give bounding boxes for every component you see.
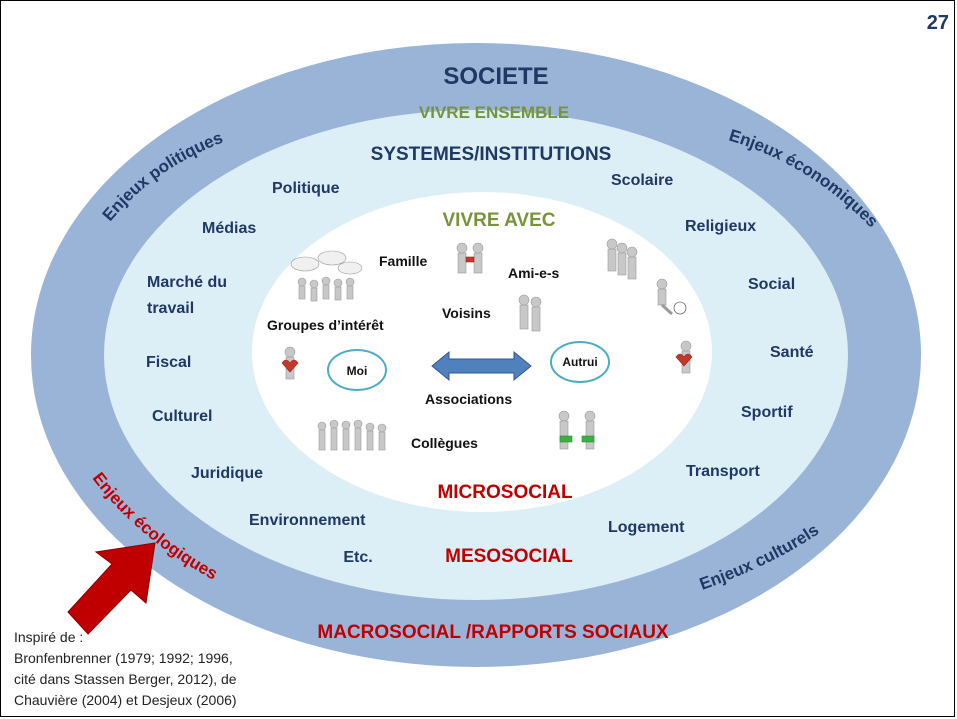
moi-ellipse	[327, 349, 387, 391]
person-heart-icon	[281, 346, 299, 380]
autrui-ellipse	[550, 341, 610, 383]
institution-marche-du: Marché du	[147, 274, 227, 291]
red-arrow-icon	[67, 542, 156, 635]
neighbors-icon	[518, 294, 542, 332]
institution-fiscal: Fiscal	[146, 354, 191, 371]
colleagues-icon	[317, 419, 387, 451]
vivre-ensemble-label: VIVRE ENSEMBLE	[419, 103, 569, 122]
slide-number: 27	[926, 12, 949, 34]
institution-environnement: Environnement	[249, 512, 366, 529]
mesosocial-label: MESOSOCIAL	[445, 546, 573, 567]
handshake-icon	[558, 410, 596, 450]
institution-culturel: Culturel	[152, 408, 212, 425]
institution-transport: Transport	[686, 463, 760, 480]
microsocial-label: MICROSOCIAL	[437, 482, 573, 503]
source-credit: Inspiré de : Bronfenbrenner (1979; 1992;…	[14, 627, 237, 711]
institution-social: Social	[748, 276, 795, 293]
institution-sante: Santé	[770, 344, 814, 361]
micro-famille: Famille	[379, 253, 427, 269]
inner-ring	[252, 192, 712, 512]
double-arrow-icon	[431, 350, 532, 382]
autrui-label: Autrui	[562, 355, 597, 369]
institution-medias: Médias	[202, 220, 256, 237]
football-player-icon	[656, 278, 687, 316]
vivre-avec-title: VIVRE AVEC	[443, 210, 556, 231]
micro-associations: Associations	[425, 391, 512, 407]
institution-religieux: Religieux	[685, 218, 756, 235]
institution-politique: Politique	[272, 180, 340, 197]
institution-logement: Logement	[608, 519, 685, 536]
group-people-icon	[290, 250, 363, 302]
person-heart-right-icon	[675, 340, 693, 374]
micro-voisins: Voisins	[442, 305, 491, 321]
credit-line: Bronfenbrenner (1979; 1992; 1996,	[14, 650, 233, 666]
moi-label: Moi	[347, 364, 368, 378]
institution-travail: travail	[147, 300, 194, 317]
etc-label: Etc.	[343, 549, 372, 566]
institution-juridique: Juridique	[191, 465, 263, 482]
friends-icon	[606, 238, 638, 280]
institution-scolaire: Scolaire	[611, 172, 673, 189]
credit-line: Inspiré de :	[14, 629, 84, 645]
family-icon	[456, 242, 484, 274]
institution-sportif: Sportif	[741, 404, 793, 421]
systemes-institutions-title: SYSTEMES/INSTITUTIONS	[371, 144, 612, 165]
micro-collegues: Collègues	[411, 435, 478, 451]
micro-groupes: Groupes d’intérêt	[267, 317, 384, 333]
micro-amis: Ami-e-s	[508, 265, 560, 281]
credit-line: Chauvière (2004) et Desjeux (2006)	[14, 692, 237, 708]
macrosocial-label: MACROSOCIAL /RAPPORTS SOCIAUX	[317, 622, 669, 643]
credit-line: cité dans Stassen Berger, 2012), de	[14, 671, 237, 687]
societe-title: SOCIETE	[443, 63, 548, 90]
